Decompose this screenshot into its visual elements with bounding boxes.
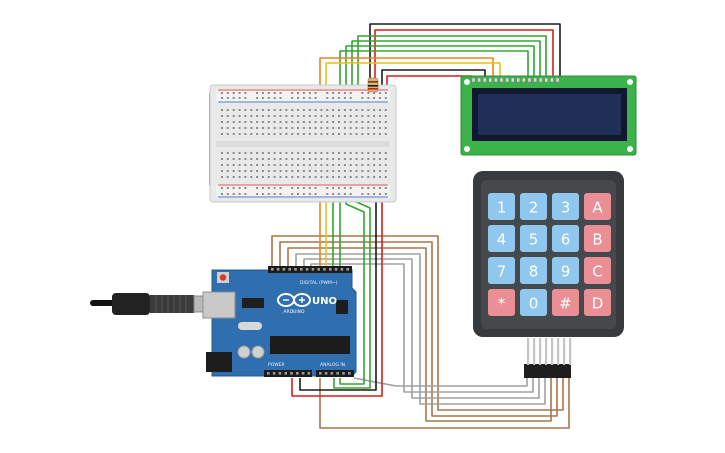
key-label: D [592, 295, 604, 313]
wire-black-gnd[interactable] [299, 196, 377, 391]
analog-pins [267, 372, 351, 375]
key-cap [520, 257, 547, 284]
key-cap [584, 225, 611, 252]
key-label: 4 [497, 231, 507, 249]
key-cap [552, 193, 579, 220]
key-label: 0 [529, 295, 539, 313]
analog-header [316, 370, 354, 377]
key-label: # [559, 295, 572, 313]
keypad-key-9[interactable]: 9 [552, 257, 579, 284]
wire-green-d4[interactable] [339, 50, 529, 86]
key-cap [520, 225, 547, 252]
power-header [264, 370, 312, 377]
lcd-display[interactable] [460, 75, 637, 156]
key-cap [584, 289, 611, 316]
key-label: * [498, 295, 506, 313]
key-cap [488, 289, 515, 316]
key-label: B [592, 231, 602, 249]
usb-cable[interactable] [90, 293, 215, 315]
wire-green-d1[interactable] [357, 35, 547, 86]
wire-brown-4[interactable] [319, 372, 570, 429]
keypad-key-0[interactable]: 0 [520, 289, 547, 316]
resistor[interactable] [367, 77, 379, 93]
key-label: C [592, 263, 602, 281]
wire-gray-3[interactable] [310, 263, 534, 393]
key-cap [552, 225, 579, 252]
digital-pins [271, 268, 349, 271]
wire-black-lcd[interactable] [381, 69, 486, 86]
key-cap [520, 289, 547, 316]
keypad-key-a[interactable]: A [584, 193, 611, 220]
atmega-chip [270, 336, 350, 354]
keypad-key-d[interactable]: D [584, 289, 611, 316]
arduino-brand-text: ARDUINO [283, 309, 305, 315]
reset-button[interactable] [219, 274, 227, 281]
key-cap [488, 257, 515, 284]
wire-gray-1[interactable] [295, 253, 546, 405]
wire-gray-2[interactable] [303, 258, 540, 399]
keypad-key-7[interactable]: 7 [488, 257, 515, 284]
keypad-key-1[interactable]: 1 [488, 193, 515, 220]
lcd-pin-header [471, 77, 560, 83]
keypad-key-2[interactable]: 2 [520, 193, 547, 220]
wire-green-d3[interactable] [345, 45, 535, 86]
key-label: 2 [529, 199, 539, 217]
key-cap [552, 257, 579, 284]
wire-red-5v[interactable] [291, 196, 383, 397]
keypad-key-c[interactable]: C [584, 257, 611, 284]
keypad-key-6[interactable]: 6 [552, 225, 579, 252]
wire-black-lcd-top[interactable] [369, 23, 561, 86]
arduino-logo-icon [277, 293, 311, 307]
breadboard-holes [221, 92, 387, 195]
key-label: 6 [561, 231, 571, 249]
keypad-key-b[interactable]: B [584, 225, 611, 252]
keypad-key-5[interactable]: 5 [520, 225, 547, 252]
keypad-key-3[interactable]: 3 [552, 193, 579, 220]
key-cap [552, 289, 579, 316]
key-cap [488, 193, 515, 220]
wire-brown-3[interactable] [287, 247, 552, 422]
key-label: 5 [529, 231, 539, 249]
wire-brown-2[interactable] [279, 241, 558, 417]
key-cap [488, 225, 515, 252]
keypad-key-4[interactable]: 4 [488, 225, 515, 252]
key-label: 7 [497, 263, 507, 281]
digital-header [268, 266, 352, 273]
lcd-screen [478, 94, 621, 135]
wire-yellow-lcd[interactable] [325, 62, 501, 86]
digital-label: DIGITAL (PWM~) [300, 280, 338, 286]
arduino-model-text: UNO [312, 296, 337, 307]
key-cap [584, 193, 611, 220]
key-cap [520, 193, 547, 220]
wire-brown-1[interactable] [271, 235, 564, 411]
keypad-key-hash[interactable]: # [552, 289, 579, 316]
key-cap [584, 257, 611, 284]
keypad-key-star[interactable]: * [488, 289, 515, 316]
wire-gray-4[interactable] [353, 372, 528, 387]
keypad[interactable]: 1 2 3 A 4 5 6 B 7 8 9 C * 0 # D [473, 171, 624, 378]
key-label: 1 [497, 199, 507, 217]
key-label: 3 [561, 199, 571, 217]
key-label: 8 [529, 263, 539, 281]
key-label: A [592, 199, 603, 217]
wire-orange-lcd[interactable] [319, 57, 494, 86]
power-label: POWER [268, 362, 285, 368]
key-label: 9 [561, 263, 571, 281]
analog-label: ANALOG IN [320, 362, 345, 368]
keypad-keys: 1 2 3 A 4 5 6 B 7 8 9 C * 0 # D [488, 193, 611, 316]
breadboard[interactable] [209, 84, 397, 203]
wire-red-lcd[interactable] [386, 75, 473, 86]
keypad-connector-pins [527, 338, 572, 365]
keypad-key-8[interactable]: 8 [520, 257, 547, 284]
arduino-uno-board[interactable]: ARDUINO UNO DIGITAL (PWM~) POWER ANALOG … [202, 266, 357, 377]
wires [209, 23, 570, 429]
keypad-connector[interactable] [524, 364, 571, 378]
